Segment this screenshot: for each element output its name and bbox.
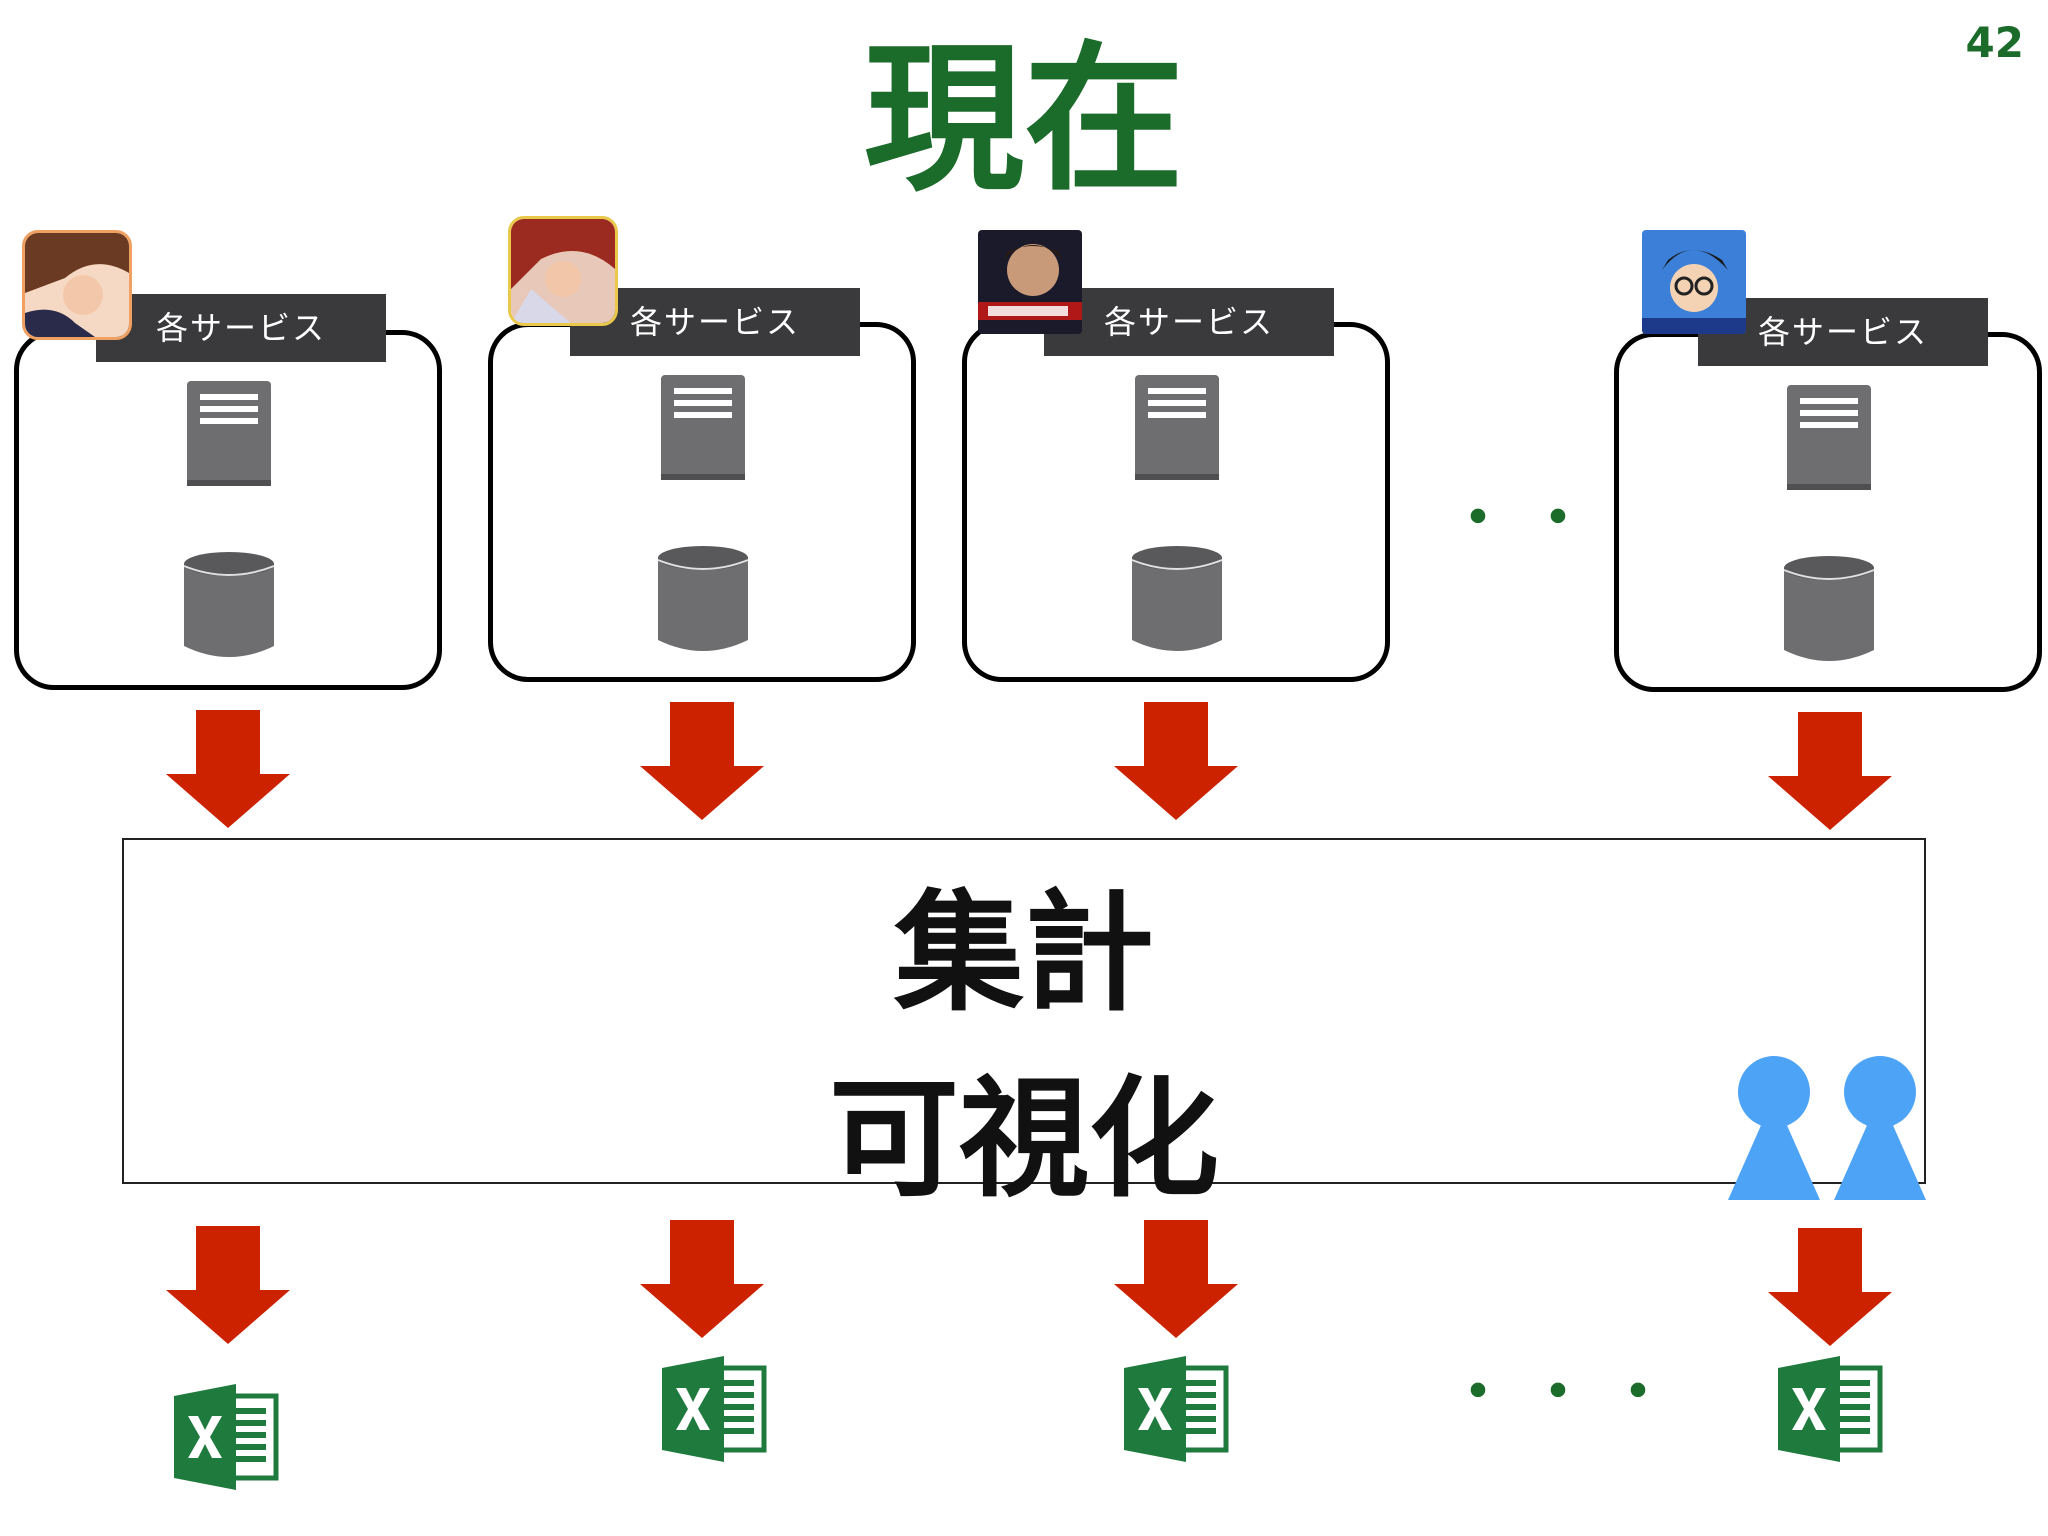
down-arrow-icon [166,1226,290,1344]
aggregation-box [122,838,1926,1184]
down-arrow-icon [1768,712,1892,830]
page-title: 現在 [863,26,1184,213]
excel-icon [1778,1356,1884,1462]
server-icon [186,380,272,488]
detective-character-icon [1642,230,1746,334]
down-arrow-icon [166,710,290,828]
service-label-2: 各サービス [570,288,860,356]
server-icon [1134,374,1220,482]
excel-icon [174,1384,280,1490]
excel-ellipsis: ・・・ [1448,1358,1688,1428]
aggregation-label: 集計 [893,877,1154,1029]
down-arrow-icon [1114,1220,1238,1338]
server-icon [1786,384,1872,492]
down-arrow-icon [1114,702,1238,820]
people-icon [1724,1056,1930,1200]
visualization-label: 可視化 [828,1063,1219,1215]
anime-character-icon [22,230,132,340]
excel-icon [662,1356,768,1462]
down-arrow-icon [1768,1228,1892,1346]
down-arrow-icon [640,702,764,820]
anime-warrior-icon [508,216,618,326]
down-arrow-icon [640,1220,764,1338]
database-icon [182,550,276,662]
database-icon [1130,544,1224,656]
soccer-game-icon [978,230,1082,334]
page-number: 42 [1965,18,2024,67]
service-label-1: 各サービス [96,294,386,362]
server-icon [660,374,746,482]
database-icon [656,544,750,656]
database-icon [1782,554,1876,666]
excel-icon [1124,1356,1230,1462]
service-label-4: 各サービス [1698,298,1988,366]
service-label-3: 各サービス [1044,288,1334,356]
